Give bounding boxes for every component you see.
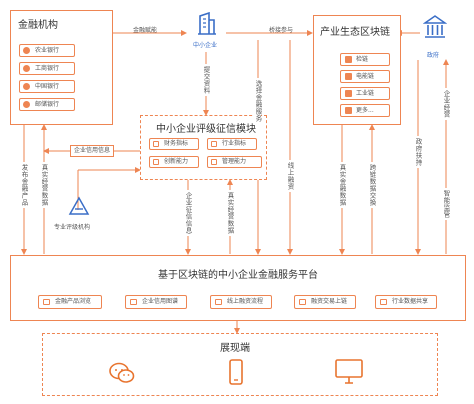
rating-agency-icon: [68, 196, 90, 215]
rating-agency-node[interactable]: 专业评级机构: [54, 196, 104, 234]
government-building-icon: [423, 15, 447, 38]
edge-label-publish-products: 发布金融产品: [20, 162, 28, 208]
finance-institution-box: 金融机构 农业银行 工商银行 中国银行 邮储银行: [10, 10, 113, 125]
chain-item[interactable]: 检链: [340, 53, 390, 66]
bank-icon: [23, 47, 30, 54]
platform-title: 基于区块链的中小企业金融服务平台: [158, 270, 318, 281]
wechat-icon[interactable]: [109, 362, 135, 384]
industry-chain-box: 产业生态区块链 检链 电能链 工业链 更多...: [313, 15, 401, 125]
credit-metric-item[interactable]: 行业指标: [207, 138, 257, 150]
rating-agency-label: 专业评级机构: [54, 224, 91, 231]
chain-icon: [345, 73, 352, 80]
bank-icon: [23, 83, 30, 90]
chain-icon: [345, 90, 352, 97]
sme-node[interactable]: 中小企业: [188, 12, 226, 52]
metric-icon: [153, 159, 159, 165]
service-icon: [215, 299, 222, 305]
bank-icon: [23, 65, 30, 72]
chain-item[interactable]: 电能链: [340, 70, 390, 83]
edge-label-submit: 提交资料: [202, 64, 210, 96]
service-item[interactable]: 融资交易上链: [294, 295, 356, 309]
edge-label-enterprise-info: 企业征信信息: [184, 190, 192, 236]
sme-label: 中小企业: [193, 42, 218, 49]
credit-rating-module: 中小企业评级征信模块 财务指标 行业指标 创新能力 管理能力: [140, 115, 267, 180]
gov-node[interactable]: 政府: [420, 14, 450, 60]
edge-label-real-finance-data: 真实金融数据: [338, 162, 346, 208]
service-icon: [299, 299, 306, 305]
edge-label-smart-regulation: 智能监管: [442, 188, 450, 220]
edge-label-gov-support: 政府扶持: [414, 136, 422, 168]
desktop-monitor-icon[interactable]: [335, 359, 363, 385]
metric-icon: [211, 141, 217, 147]
finance-title: 金融机构: [18, 20, 58, 31]
edge-label-bridge: 桥接参与: [269, 27, 294, 34]
chain-title: 产业生态区块链: [320, 27, 390, 38]
service-item[interactable]: 金融产品浏览: [38, 295, 102, 309]
edge-label-credit-info: 企业信用信息: [70, 145, 115, 157]
metric-icon: [153, 141, 159, 147]
bank-icon: [23, 101, 30, 108]
service-icon: [43, 299, 50, 305]
edge-label-enterprise-op: 企业经营: [442, 88, 450, 120]
mobile-phone-icon[interactable]: [229, 359, 243, 385]
credit-metric-item[interactable]: 创新能力: [149, 156, 199, 168]
service-item[interactable]: 行业数据共享: [375, 295, 437, 309]
display-end-box: 展现端: [42, 333, 438, 396]
chain-item[interactable]: 更多...: [340, 104, 390, 117]
edge-label-cross-chain: 跨链数据交换: [368, 162, 376, 208]
chain-item[interactable]: 工业链: [340, 87, 390, 100]
credit-metric-item[interactable]: 财务指标: [149, 138, 199, 150]
service-icon: [130, 299, 137, 305]
service-item[interactable]: 企业信用图谱: [125, 295, 187, 309]
service-icon: [380, 299, 387, 305]
edge-label-finance-empower: 金融赋能: [133, 27, 158, 34]
service-item[interactable]: 线上融资流程: [210, 295, 272, 309]
credit-metric-item[interactable]: 管理能力: [207, 156, 262, 168]
bank-item[interactable]: 农业银行: [19, 44, 75, 57]
display-title: 展现端: [220, 343, 250, 354]
bank-item[interactable]: 邮储银行: [19, 98, 75, 111]
edge-label-online-finance: 线上融资: [286, 160, 294, 192]
metric-icon: [211, 159, 217, 165]
edge-label-real-operation: 真实经营数据: [40, 162, 48, 208]
edge-label-real-op-data2: 真实经营数据: [226, 190, 234, 236]
gov-label: 政府: [427, 52, 440, 59]
chain-icon: [345, 107, 352, 114]
edge-label-choose-service: 选择金融服务: [254, 78, 262, 124]
bank-item[interactable]: 中国银行: [19, 80, 75, 93]
credit-module-title: 中小企业评级征信模块: [156, 124, 256, 135]
building-icon: [198, 12, 216, 35]
bank-item[interactable]: 工商银行: [19, 62, 75, 75]
platform-box: 基于区块链的中小企业金融服务平台: [10, 255, 466, 321]
chain-icon: [345, 56, 352, 63]
